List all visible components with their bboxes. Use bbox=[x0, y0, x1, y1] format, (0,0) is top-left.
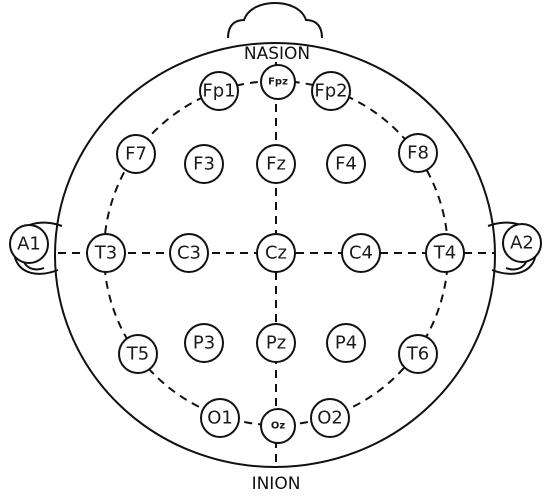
nasion-label: NASION bbox=[244, 44, 310, 64]
electrode-f7: F7 bbox=[116, 134, 156, 174]
electrode-pz: Pz bbox=[256, 323, 296, 363]
electrode-p4: P4 bbox=[326, 323, 366, 363]
electrode-oz: Oz bbox=[260, 408, 296, 444]
electrode-label: Fp1 bbox=[202, 81, 235, 102]
electrode-label: Fp2 bbox=[314, 81, 347, 102]
electrode-c3: C3 bbox=[169, 233, 209, 273]
electrode-label: T3 bbox=[94, 243, 117, 264]
electrode-c4: C4 bbox=[341, 233, 381, 273]
electrode-a1: A1 bbox=[9, 224, 49, 264]
inion-label: INION bbox=[252, 474, 301, 494]
electrode-label: Cz bbox=[265, 243, 287, 264]
electrode-label: C3 bbox=[177, 243, 201, 264]
electrode-f4: F4 bbox=[326, 144, 366, 184]
electrode-label: Oz bbox=[271, 421, 286, 432]
electrode-label: F7 bbox=[125, 144, 147, 165]
electrode-label: F3 bbox=[193, 154, 215, 175]
electrode-fp1: Fp1 bbox=[199, 71, 239, 111]
electrode-label: T5 bbox=[126, 344, 149, 365]
head-outline bbox=[54, 42, 496, 468]
electrode-fpz: Fpz bbox=[260, 64, 296, 100]
electrode-label: F4 bbox=[335, 154, 357, 175]
electrode-fp2: Fp2 bbox=[311, 71, 351, 111]
electrode-fz: Fz bbox=[256, 144, 296, 184]
electrode-label: C4 bbox=[349, 243, 373, 264]
electrode-label: P3 bbox=[193, 333, 215, 354]
electrode-label: O2 bbox=[317, 408, 343, 429]
electrode-f8: F8 bbox=[398, 133, 438, 173]
electrode-label: A1 bbox=[17, 234, 41, 255]
electrode-o1: O1 bbox=[200, 398, 240, 438]
electrode-t3: T3 bbox=[86, 233, 126, 273]
electrode-label: T4 bbox=[433, 243, 456, 264]
electrode-t6: T6 bbox=[398, 334, 438, 374]
electrode-cz: Cz bbox=[256, 233, 296, 273]
electrode-label: F8 bbox=[407, 143, 429, 164]
electrode-label: Fpz bbox=[268, 77, 288, 88]
electrode-p3: P3 bbox=[184, 323, 224, 363]
electrode-o2: O2 bbox=[310, 398, 350, 438]
electrode-t4: T4 bbox=[425, 233, 465, 273]
electrode-a2: A2 bbox=[502, 223, 542, 263]
nose-outline bbox=[227, 1, 323, 39]
electrode-label: T6 bbox=[406, 344, 429, 365]
electrode-label: O1 bbox=[207, 408, 233, 429]
electrode-label: Fz bbox=[266, 154, 286, 175]
electrode-label: P4 bbox=[335, 333, 357, 354]
electrode-f3: F3 bbox=[184, 144, 224, 184]
electrode-label: Pz bbox=[266, 333, 286, 354]
electrode-t5: T5 bbox=[118, 334, 158, 374]
electrode-label: A2 bbox=[510, 233, 534, 254]
